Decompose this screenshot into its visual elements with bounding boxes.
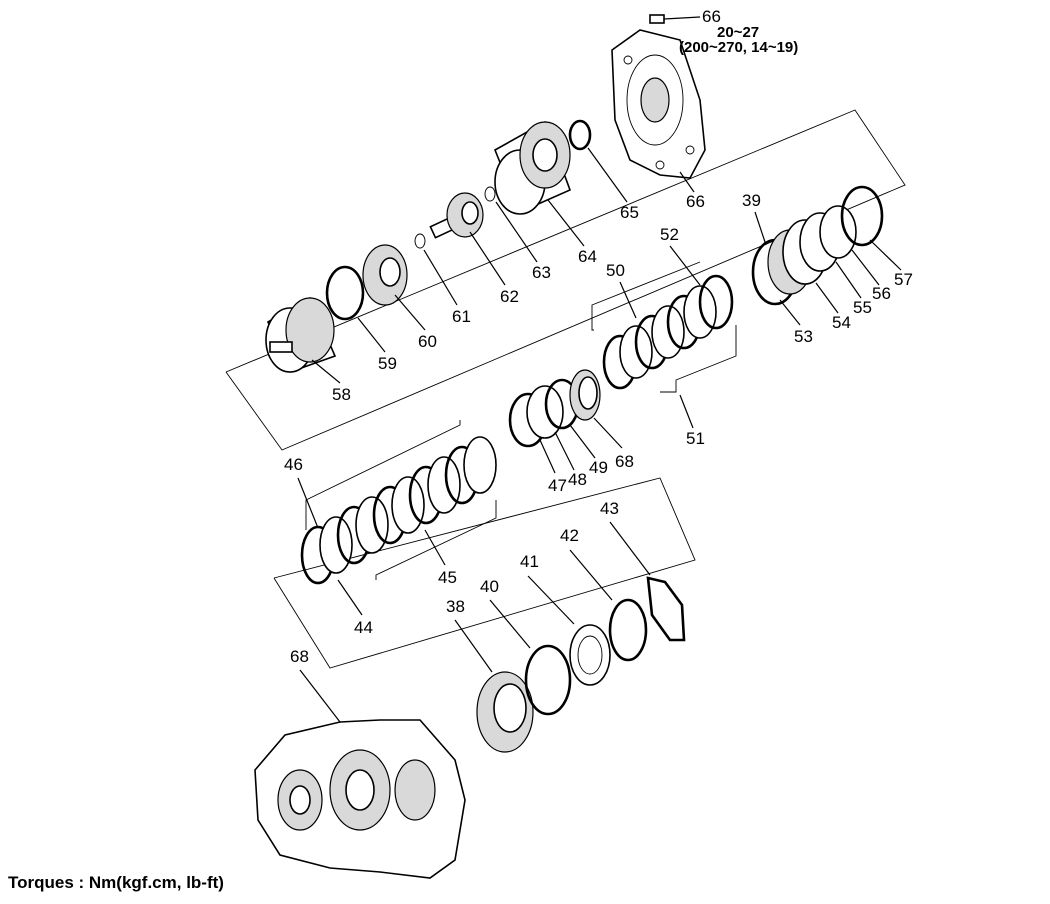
- label-52: 52: [660, 225, 679, 244]
- label-57: 57: [894, 270, 913, 289]
- hub-58: [265, 296, 337, 374]
- label-43: 43: [600, 499, 619, 518]
- torque-value: 20~27: [717, 24, 759, 41]
- label-63: 63: [532, 263, 551, 282]
- transaxle-case-68: [254, 719, 466, 879]
- bolt-66: [649, 14, 701, 24]
- label-54: 54: [832, 313, 851, 332]
- label-41: 41: [520, 552, 539, 571]
- snap-ring-59: [325, 265, 365, 321]
- snap-ring-42: [608, 598, 648, 662]
- label-38: 38: [446, 597, 465, 616]
- torque-units: (200~270, 14~19): [679, 39, 798, 56]
- leader-lines: [297, 147, 902, 723]
- label-68-case: 68: [290, 647, 309, 666]
- label-50: 50: [606, 261, 625, 280]
- drum-64: [493, 120, 572, 215]
- group-boundary-lower: [273, 477, 696, 669]
- label-64: 64: [578, 247, 597, 266]
- label-58: 58: [332, 385, 351, 404]
- label-62: 62: [500, 287, 519, 306]
- label-55: 55: [853, 298, 872, 317]
- label-46: 46: [284, 455, 303, 474]
- label-49: 49: [589, 458, 608, 477]
- washer-65: [568, 119, 592, 151]
- ring-40: [524, 644, 572, 716]
- label-59: 59: [378, 354, 397, 373]
- gear-shaft-62: [429, 192, 484, 239]
- piston-rings-53-57: [751, 185, 884, 306]
- seal-43: [646, 576, 686, 642]
- plate-41: [569, 624, 611, 686]
- clutch-stack-44-46: [300, 420, 497, 585]
- label-42: 42: [560, 526, 579, 545]
- label-39: 39: [742, 191, 761, 210]
- bearing-68: [569, 369, 601, 421]
- label-66-top: 66: [702, 7, 721, 26]
- gear-60: [362, 244, 408, 306]
- label-53: 53: [794, 327, 813, 346]
- label-47: 47: [548, 476, 567, 495]
- label-44: 44: [354, 618, 373, 637]
- label-61: 61: [452, 307, 471, 326]
- label-51: 51: [686, 429, 705, 448]
- label-48: 48: [568, 470, 587, 489]
- clutch-stack-50-52: [591, 261, 737, 393]
- retainer-38: [476, 671, 534, 753]
- label-66-cover: 66: [686, 192, 705, 211]
- rings-47-49: [508, 378, 580, 448]
- torque-units-footnote: Torques : Nm(kgf.cm, lb-ft): [8, 873, 224, 892]
- ring-63: [484, 186, 496, 202]
- label-60: 60: [418, 332, 437, 351]
- label-65: 65: [620, 203, 639, 222]
- label-56: 56: [872, 284, 891, 303]
- group-boundary-upper: [225, 109, 906, 451]
- label-40: 40: [480, 577, 499, 596]
- label-68-middle: 68: [615, 452, 634, 471]
- rear-cover-66: [611, 29, 706, 179]
- label-45: 45: [438, 568, 457, 587]
- ring-61: [414, 233, 426, 249]
